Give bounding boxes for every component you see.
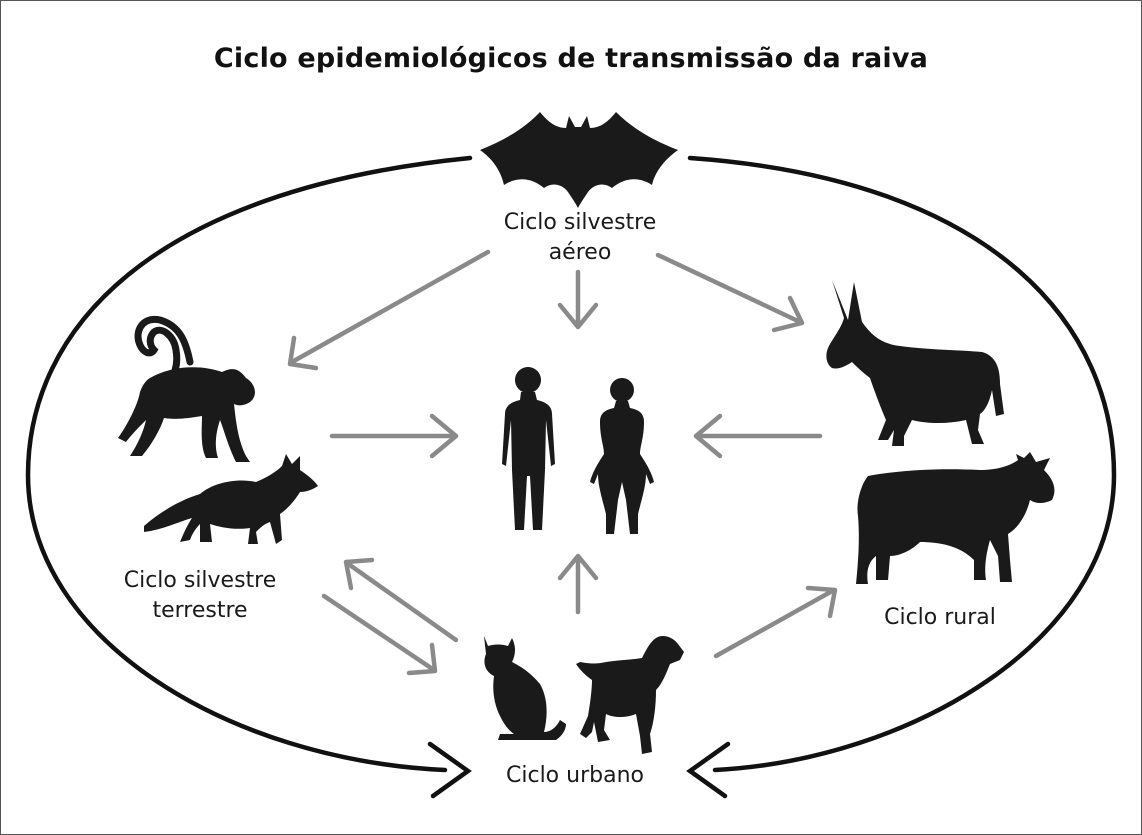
label-rural-cycle: Ciclo rural <box>840 603 1040 633</box>
label-aerial-cycle: Ciclo silvestre aéreo <box>470 208 690 268</box>
arrow-urban-to-terrestrial <box>343 557 459 643</box>
cow-icon <box>856 452 1055 584</box>
diagram-title: Ciclo epidemiológicos de transmissão da … <box>213 43 929 74</box>
label-terrestrial-cycle: Ciclo silvestre terrestre <box>90 566 310 626</box>
label-aerial-line2: aéreo <box>548 240 612 265</box>
man-icon <box>502 367 555 530</box>
arrow-terrestrial-to-humans <box>329 413 459 459</box>
outer-cycle <box>25 155 1117 799</box>
label-urban-text: Ciclo urbano <box>506 763 644 788</box>
arrow-air-to-humans <box>557 269 599 330</box>
arrow-urban-to-rural <box>713 585 838 659</box>
dog-icon <box>576 636 684 754</box>
label-terrestrial-line2: terrestre <box>152 598 248 623</box>
arrows <box>287 249 838 676</box>
monkey-icon <box>118 315 255 462</box>
donkey-icon <box>826 280 1004 446</box>
outer-arc-left <box>25 155 473 773</box>
arrow-urban-to-humans <box>557 553 599 615</box>
outer-arc-right <box>687 155 1117 773</box>
bat-icon <box>480 112 678 208</box>
arrow-air-to-rural <box>655 252 805 333</box>
label-terrestrial-line1: Ciclo silvestre <box>123 568 277 593</box>
arrow-rural-to-humans <box>693 413 823 459</box>
cat-icon <box>484 636 566 740</box>
woman-icon <box>590 378 654 534</box>
label-aerial-line1: Ciclo silvestre <box>503 210 657 235</box>
outer-arrowhead-right <box>686 741 731 799</box>
outer-arrowhead-left <box>427 741 472 799</box>
fox-icon <box>144 454 318 544</box>
label-urban-cycle: Ciclo urbano <box>470 761 680 791</box>
arrow-air-to-terrestrial <box>287 249 491 371</box>
label-rural-text: Ciclo rural <box>884 605 996 630</box>
arrow-terrestrial-to-urban <box>321 593 438 676</box>
